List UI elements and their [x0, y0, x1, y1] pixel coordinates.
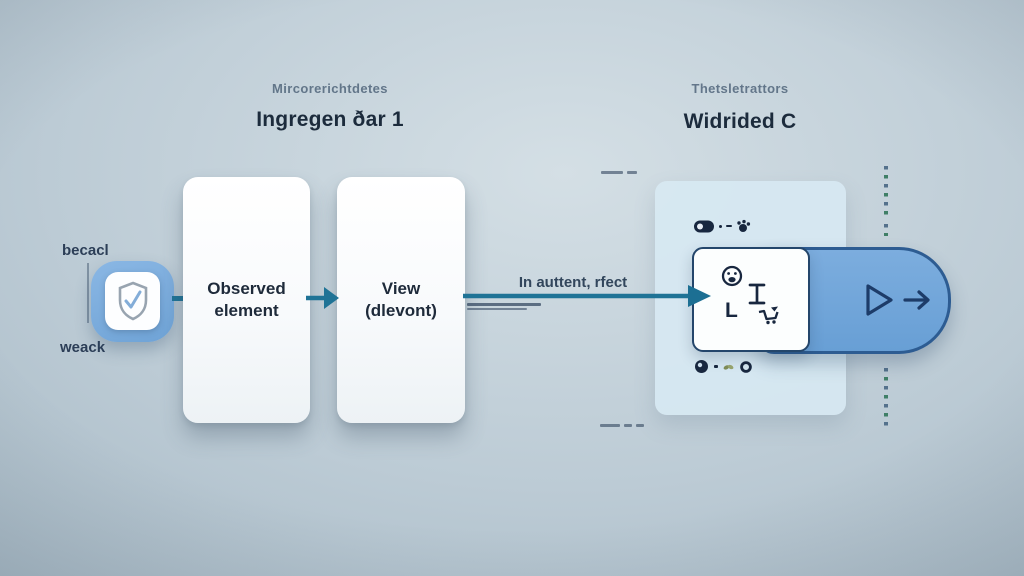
panel-bottom-icon-row: [693, 358, 753, 375]
cart-icon: [758, 306, 779, 325]
right-eyebrow: Thetsletrattors: [691, 81, 789, 96]
source-badge: [91, 261, 174, 342]
view-element-line1: View: [381, 278, 421, 298]
letter-L: L: [725, 299, 738, 322]
panel-top-icon-row: [693, 219, 751, 233]
face-icon: [721, 265, 743, 287]
right-title: Widrided C: [683, 110, 797, 133]
play-icon: [866, 284, 893, 316]
lens-icon: [695, 360, 708, 373]
dash-separator: [726, 224, 732, 228]
dotted-line-top: [884, 166, 888, 216]
dotted-line-top-tail: [884, 224, 888, 236]
source-badge-inner: [105, 272, 160, 330]
dash-separator: [714, 365, 718, 368]
tiny-dash-bottom: [600, 424, 644, 427]
source-divider-line: [87, 263, 89, 323]
source-top-label: becacl: [62, 242, 109, 259]
long-arrow-icon: [463, 285, 711, 307]
arrow-between-cards-icon: [306, 287, 339, 309]
dotted-line-bottom: [884, 368, 888, 426]
arrow-right-icon: [903, 290, 930, 310]
dot-separator: [719, 224, 722, 228]
source-bottom-label: weack: [60, 339, 106, 356]
tiny-caption-line1: [467, 303, 541, 306]
text-cursor-icon: [748, 283, 766, 305]
tiny-dash-top: [601, 171, 637, 174]
view-element-line2: (dlevont): [365, 301, 437, 320]
left-eyebrow: Mircorerichtdetes: [272, 81, 388, 96]
connector-label: In auttent, rfect: [518, 274, 628, 291]
tiny-caption-line2: [467, 307, 527, 310]
observed-element-label: Observed element: [207, 278, 286, 320]
element-icon-card: L: [692, 247, 810, 352]
tiny-caption: [467, 303, 541, 310]
left-title: Ingregen ðar 1: [256, 108, 404, 131]
connector-line-1: [172, 296, 186, 301]
shield-check-icon: [118, 281, 147, 321]
sprout-icon: [723, 364, 734, 370]
view-element-card: View (dlevont): [337, 177, 465, 423]
ring-icon: [740, 360, 752, 373]
observed-element-card: Observed element: [183, 177, 310, 423]
view-element-label: View (dlevont): [365, 278, 437, 322]
toggle-icon: [694, 220, 714, 232]
paw-icon: [737, 219, 751, 232]
